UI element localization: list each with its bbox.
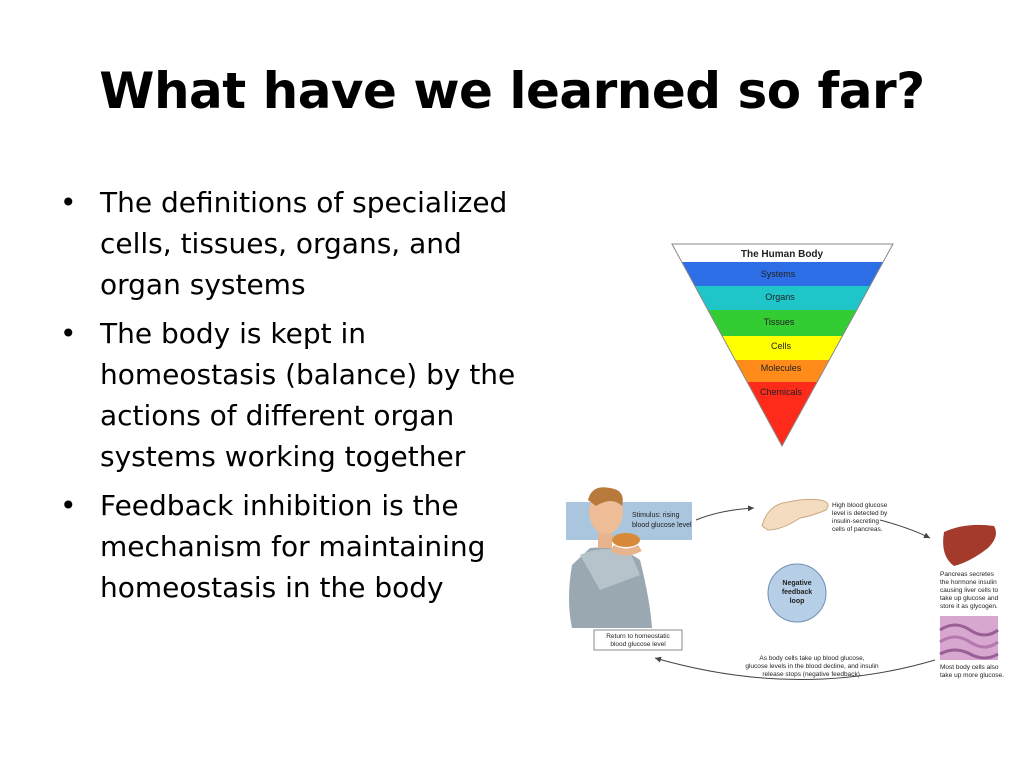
pyramid-level-body bbox=[672, 244, 893, 262]
slide-title: What have we learned so far? bbox=[99, 62, 925, 120]
center-label-3: loop bbox=[790, 598, 805, 605]
pyramid-label-tissues: Tissues bbox=[764, 317, 795, 327]
bullet-glyph: • bbox=[60, 186, 77, 219]
return-label-2: blood glucose level bbox=[610, 641, 666, 648]
bullet-line: Feedback inhibition is the bbox=[100, 489, 459, 522]
bullet-line: systems working together bbox=[100, 440, 466, 473]
pancreas-text-1: Pancreas secretes bbox=[940, 571, 995, 578]
negative-feedback-circle bbox=[767, 563, 827, 623]
bullet-line: actions of different organ bbox=[100, 399, 455, 432]
bullet-line: cells, tissues, organs, and bbox=[100, 227, 462, 260]
high-glucose-2: level is detected by bbox=[832, 510, 888, 517]
pancreas-text-5: store it as glycogen. bbox=[940, 603, 998, 610]
return-label-1: Return to homeostatic bbox=[606, 633, 670, 640]
pyramid-outline bbox=[671, 243, 894, 448]
pyramid-level-systems bbox=[672, 262, 893, 286]
liver-illustration bbox=[943, 524, 996, 566]
arrow-stimulus-to-pancreas bbox=[695, 505, 755, 521]
bullet-line: mechanism for maintaining bbox=[100, 530, 486, 563]
high-glucose-4: cells of pancreas. bbox=[832, 526, 883, 533]
arrow-return bbox=[654, 656, 936, 680]
body-cells-illustration bbox=[939, 616, 999, 660]
bullet-line: The definitions of specialized bbox=[100, 186, 508, 219]
arrow-pancreas-to-liver bbox=[879, 519, 931, 539]
pyramid-level-chemicals bbox=[672, 382, 893, 446]
pancreas-illustration bbox=[761, 498, 829, 531]
most-cells-1: Most body cells also bbox=[940, 664, 999, 671]
pyramid-label-chemicals: Chemicals bbox=[760, 387, 803, 397]
bullet-line: homeostasis in the body bbox=[100, 571, 444, 604]
pyramid-label-body: The Human Body bbox=[741, 249, 824, 260]
pyramid-label-cells: Cells bbox=[771, 341, 792, 351]
return-box bbox=[593, 629, 683, 651]
pyramid-label-systems: Systems bbox=[761, 269, 796, 279]
bullet-line: homeostasis (balance) by the bbox=[100, 358, 516, 391]
body-cells-text-1: As body cells take up blood glucose, bbox=[759, 655, 864, 662]
center-label-2: feedback bbox=[782, 589, 812, 596]
bullet-glyph: • bbox=[60, 489, 77, 522]
center-label-1: Negative bbox=[782, 580, 811, 587]
pyramid-level-tissues bbox=[672, 310, 893, 336]
body-cells-text-2: glucose levels in the blood decline, and… bbox=[745, 663, 879, 670]
pyramid-level-molecules bbox=[672, 360, 893, 382]
pyramid-label-molecules: Molecules bbox=[761, 363, 802, 373]
pyramid-level-cells bbox=[672, 336, 893, 360]
stimulus-label-1: Stimulus: rising bbox=[632, 512, 680, 519]
bullet-line: organ systems bbox=[100, 268, 306, 301]
bullet-item: • The body is kept in homeostasis (balan… bbox=[58, 313, 578, 477]
pancreas-text-2: the hormone insulin bbox=[940, 579, 997, 586]
body-cells-text-3: release stops (negative feedback). bbox=[762, 671, 862, 678]
person-eating-illustration bbox=[569, 487, 652, 628]
pancreas-text-3: causing liver cells to bbox=[940, 587, 999, 594]
high-glucose-1: High blood glucose bbox=[832, 502, 888, 509]
pyramid-level-organs bbox=[672, 286, 893, 310]
bullet-item: • Feedback inhibition is the mechanism f… bbox=[58, 485, 578, 608]
pyramid-label-organs: Organs bbox=[765, 292, 795, 302]
stimulus-box bbox=[566, 502, 692, 540]
stimulus-label-2: blood glucose level bbox=[632, 522, 692, 529]
bullet-item: • The definitions of specialized cells, … bbox=[58, 182, 578, 305]
bullet-list: • The definitions of specialized cells, … bbox=[58, 182, 578, 616]
high-glucose-3: insulin-secreting bbox=[832, 518, 879, 525]
bullet-line: The body is kept in bbox=[100, 317, 367, 350]
bullet-glyph: • bbox=[60, 317, 77, 350]
most-cells-2: take up more glucose. bbox=[940, 672, 1004, 679]
pancreas-text-4: take up glucose and bbox=[940, 595, 999, 602]
